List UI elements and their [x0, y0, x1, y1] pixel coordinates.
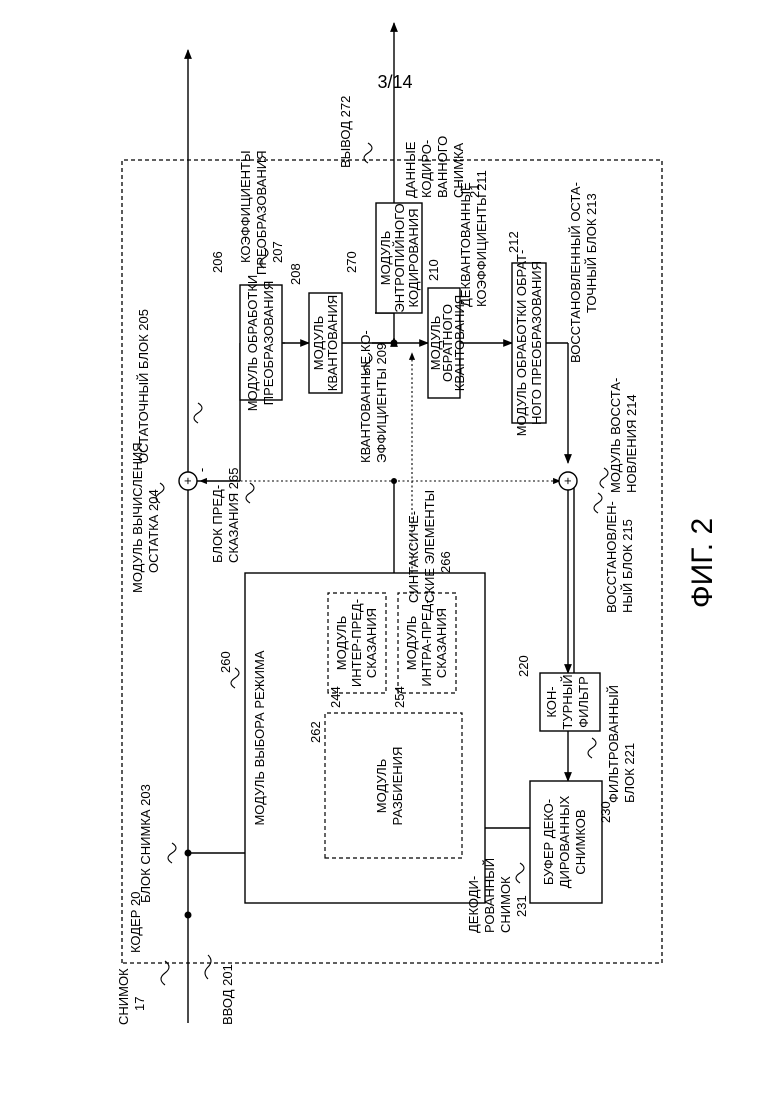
- residual-calc-label-1: МОДУЛЬ ВЫЧИСЛЕНИЯ: [130, 442, 145, 593]
- recon-block-squiggle: [594, 493, 602, 513]
- residual-adder-minus: -: [194, 468, 209, 472]
- decoded-label-3: СНИМОК: [498, 876, 513, 933]
- dequant-label-2: КОЭФФИЦИЕНТЫ 211: [474, 170, 489, 307]
- quant-label-2: КВАНТОВАНИЯ: [325, 295, 340, 391]
- dequant-label-1: ДЕКВАНТОВАННЫЕ: [458, 182, 473, 307]
- quant-junction: [391, 340, 398, 347]
- input-label: ВВОД 201: [220, 964, 235, 1025]
- partition-label-2: РАЗБИЕНИЯ: [390, 747, 405, 826]
- mode-selection-label: МОДУЛЬ ВЫБОРА РЕЖИМА: [252, 650, 267, 825]
- output-label: ВЫВОД 272: [338, 96, 353, 168]
- coeffs-label-2: ПРЕОБРАЗОВАНИЯ: [254, 150, 269, 275]
- loopfilter-label-1: КОН-: [544, 686, 559, 717]
- syntax-label-3: 266: [438, 551, 453, 573]
- invquant-num: 210: [426, 259, 441, 281]
- transform-label-2: ПРЕОБРАЗОВАНИЯ: [261, 281, 276, 406]
- inter-label-3: СКАЗАНИЯ: [364, 608, 379, 678]
- invtransform-label-2: НОГО ПРЕОБРАЗОВАНИЯ: [529, 261, 544, 425]
- recon-module-label-2: НОВЛЕНИЯ 214: [624, 394, 639, 493]
- mode-num: 260: [218, 651, 233, 673]
- intra-label-2: ИНТРА-ПРЕД-: [419, 599, 434, 686]
- transform-label-1: МОДУЛЬ ОБРАБОТКИ: [245, 275, 260, 412]
- pred-junction: [391, 478, 397, 484]
- intra-label-1: МОДУЛЬ: [404, 616, 419, 671]
- picture-block-label: БЛОК СНИМКА 203: [138, 784, 153, 903]
- filtered-label-2: БЛОК 221: [622, 743, 637, 803]
- input-junction: [185, 912, 192, 919]
- picture-block-squiggle: [168, 843, 176, 863]
- encoded-label-1: ДАННЫЕ: [403, 141, 418, 198]
- figure-caption: ФИГ. 2: [686, 518, 719, 608]
- entropy-label-2: ЭНТРОПИЙНОГО: [392, 203, 407, 312]
- sheet-number: 3/14: [377, 72, 412, 92]
- picture-num-label: 17: [132, 997, 147, 1011]
- filtered-squiggle: [588, 738, 596, 758]
- pred-block-label-1: БЛОК ПРЕД-: [210, 485, 225, 563]
- residual-adder-plus: +: [180, 477, 195, 485]
- input-squiggle: [205, 955, 211, 979]
- partition-num: 262: [308, 721, 323, 743]
- picture-block-junction: [185, 850, 192, 857]
- loopfilter-label-3: ФИЛЬТР: [576, 676, 591, 728]
- intra-num: 254: [392, 686, 407, 708]
- encoded-label-2: КОДИРО-: [419, 140, 434, 198]
- coeffs-label-3: 207: [270, 241, 285, 263]
- quant-label-1: МОДУЛЬ: [311, 316, 326, 371]
- entropy-num: 270: [344, 251, 359, 273]
- inter-label-2: ИНТЕР-ПРЕД-: [349, 599, 364, 687]
- entropy-label-1: МОДУЛЬ: [378, 231, 393, 286]
- syntax-label-2: СКИЕ ЭЛЕМЕНТЫ: [422, 490, 437, 603]
- recon-module-label-1: МОДУЛЬ ВОССТА-: [608, 378, 623, 493]
- dpb-num: 230: [598, 801, 613, 823]
- picture-squiggle: [161, 961, 169, 985]
- dpb-label-1: БУФЕР ДЕКО-: [541, 799, 556, 885]
- partition-label-1: МОДУЛЬ: [374, 759, 389, 814]
- recon-residual-label-1: ВОССТАНОВЛЕННЫЙ ОСТА-: [568, 182, 583, 363]
- transform-num: 206: [210, 251, 225, 273]
- residual-calc-label-2: ОСТАТКА 204: [146, 489, 161, 573]
- inter-label-1: МОДУЛЬ: [334, 616, 349, 671]
- invtransform-label-1: МОДУЛЬ ОБРАБОТКИ ОБРАТ-: [514, 250, 529, 437]
- syntax-label-1: СИНТАКСИЧЕ-: [406, 511, 421, 603]
- dpb-label-3: СНИМКОВ: [573, 809, 588, 874]
- residual-block-label: ОСТАТОЧНЫЙ БЛОК 205: [136, 309, 151, 463]
- pred-block-squiggle: [246, 483, 254, 503]
- entropy-label-3: КОДИРОВАНИЯ: [406, 209, 421, 308]
- loopfilter-label-2: ТУРНЫЙ: [560, 674, 575, 729]
- pred-block-label-2: СКАЗАНИЯ 265: [226, 468, 241, 563]
- inter-num: 244: [328, 686, 343, 708]
- picture-label: СНИМОК: [116, 968, 131, 1025]
- invquant-label-3: КВАНТОВАНИЯ: [452, 295, 467, 391]
- invtransform-num: 212: [506, 231, 521, 253]
- decoded-squiggle: [516, 863, 524, 883]
- decoded-label-1: ДЕКОДИ-: [466, 876, 481, 933]
- encoded-label-3: ВАННОГО: [435, 136, 450, 198]
- quant-coeffs-label-2: ЭФФИЦИЕНТЫ 209: [374, 343, 389, 463]
- filtered-label-1: ФИЛЬТРОВАННЫЙ: [606, 685, 621, 803]
- decoded-label-2: РОВАННЫЙ: [482, 858, 497, 933]
- quant-num: 208: [288, 263, 303, 285]
- recon-block-label-2: НЫЙ БЛОК 215: [620, 519, 635, 613]
- intra-label-3: СКАЗАНИЯ: [434, 608, 449, 678]
- coeffs-label-1: КОЭФФИЦИЕНТЫ: [238, 151, 253, 263]
- recon-adder-plus: +: [560, 477, 575, 485]
- recon-block-label-1: ВОССТАНОВЛЕН-: [604, 501, 619, 613]
- quant-coeffs-label-1: КВАНТОВАННЫЕ КО-: [358, 330, 373, 463]
- loopfilter-num: 220: [516, 655, 531, 677]
- recon-residual-label-2: ТОЧНЫЙ БЛОК 213: [584, 193, 599, 313]
- decoded-label-4: 231: [514, 895, 529, 917]
- dpb-label-2: ДИРОВАННЫХ: [557, 795, 572, 888]
- residual-block-squiggle: [194, 403, 202, 423]
- recon-module-squiggle: [600, 468, 608, 488]
